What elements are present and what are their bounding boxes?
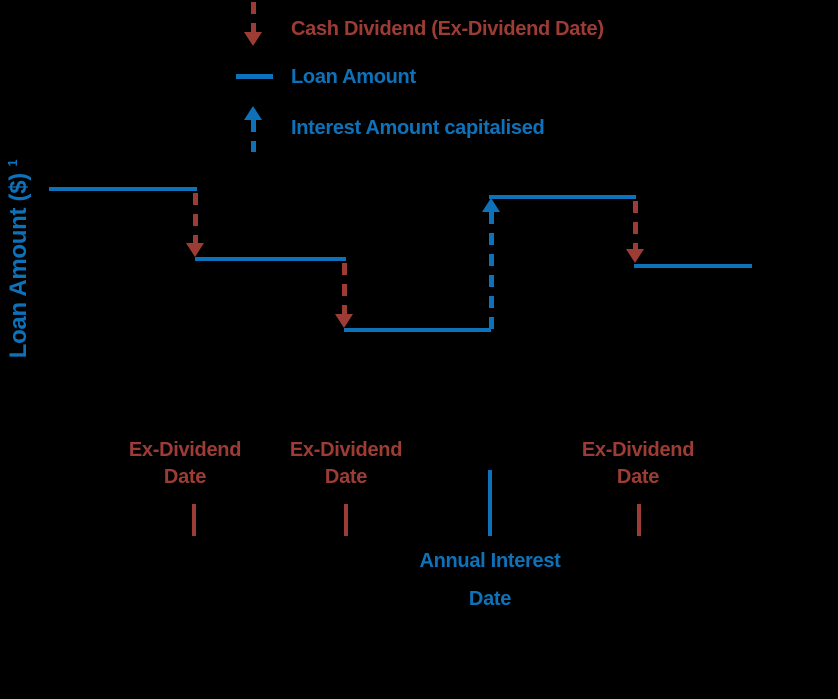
ex-dividend-label-3-line1: Ex-Dividend xyxy=(581,439,695,461)
interest-arrow-stem xyxy=(489,212,494,329)
dividend-arrow-3-stem xyxy=(633,201,638,249)
loan-line-segment-5 xyxy=(634,264,752,268)
dividend-arrow-1-head-icon xyxy=(186,243,204,257)
y-axis-label: Loan Amount ($) 1 xyxy=(5,160,33,359)
loan-line-segment-3 xyxy=(344,328,491,332)
loan-line-segment-2 xyxy=(195,257,346,261)
annual-interest-tick xyxy=(488,470,492,536)
legend-dashed-arrow-up-icon xyxy=(251,120,256,152)
y-axis-label-superscript: 1 xyxy=(5,159,20,167)
ex-dividend-label-2-line2: Date xyxy=(324,466,368,488)
legend-line-icon xyxy=(236,74,273,79)
dividend-arrow-1-stem xyxy=(193,193,198,243)
legend-dashed-arrow-down-icon-head xyxy=(244,32,262,46)
legend-item-cash-dividend: Cash Dividend (Ex-Dividend Date) xyxy=(291,18,604,40)
ex-dividend-tick-2 xyxy=(344,504,348,536)
y-axis-label-text: Loan Amount ($) xyxy=(5,173,32,359)
legend-item-loan-amount: Loan Amount xyxy=(291,66,416,88)
ex-dividend-tick-1 xyxy=(192,504,196,536)
legend-dashed-arrow-up-icon-head xyxy=(244,106,262,120)
dividend-arrow-3-head-icon xyxy=(626,249,644,263)
legend-item-interest-capitalised: Interest Amount capitalised xyxy=(291,117,545,139)
interest-arrow-head-icon xyxy=(482,198,500,212)
ex-dividend-label-2-line1: Ex-Dividend xyxy=(289,439,403,461)
ex-dividend-label-1-line1: Ex-Dividend xyxy=(128,439,242,461)
ex-dividend-label-3-line2: Date xyxy=(616,466,660,488)
ex-dividend-label-1: Ex-Dividend Date xyxy=(85,437,285,491)
annual-interest-label-line2: Date xyxy=(468,588,512,610)
ex-dividend-tick-3 xyxy=(637,504,641,536)
legend-dashed-arrow-down-icon xyxy=(251,2,256,32)
ex-dividend-label-2: Ex-Dividend Date xyxy=(246,437,446,491)
ex-dividend-label-1-line2: Date xyxy=(163,466,207,488)
annual-interest-label-line1: Annual Interest xyxy=(419,550,561,572)
annual-interest-label: Annual Interest Date xyxy=(370,542,610,618)
dividend-arrow-2-head-icon xyxy=(335,314,353,328)
ex-dividend-label-3: Ex-Dividend Date xyxy=(538,437,738,491)
loan-line-segment-1 xyxy=(49,187,197,191)
loan-line-segment-4 xyxy=(489,195,636,199)
dividend-arrow-2-stem xyxy=(342,263,347,314)
